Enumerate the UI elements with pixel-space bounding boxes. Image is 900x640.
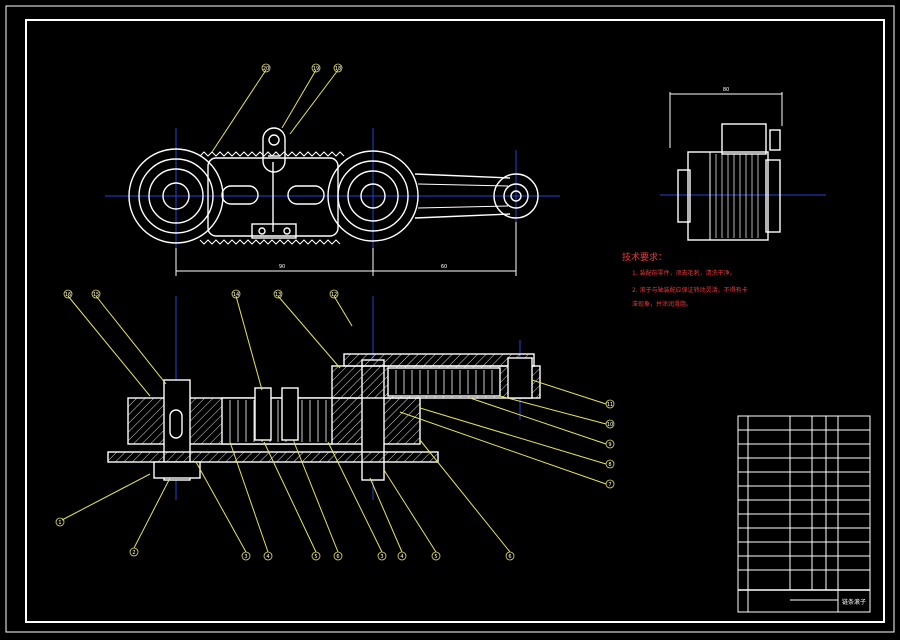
callout-label: 6: [336, 554, 339, 560]
balloon-callout-icon: [605, 399, 615, 409]
top-post: [262, 127, 286, 173]
slot-right: [287, 185, 325, 205]
balloon-callout-icon: [261, 63, 271, 73]
callout-label: 5: [314, 554, 317, 560]
outer-border: [5, 5, 895, 633]
section-left-callouts: 16 15 14 13 12: [63, 289, 339, 299]
section-leaders: [61, 295, 607, 553]
callout-label: 11: [607, 402, 613, 408]
tech-req-line-3: 滞现象，并涂润滑脂。: [632, 300, 692, 308]
balloon-callout-icon: [311, 63, 321, 73]
dim-span-right: 60: [441, 264, 447, 270]
balloon-callout-icon: [129, 547, 139, 557]
callout-label: 3: [244, 554, 247, 560]
left-sprocket-mid: [138, 158, 214, 234]
title-block-name: 链条滚子: [842, 598, 866, 606]
balloon-callout-icon: [431, 551, 441, 561]
right-sprocket-bore: [360, 183, 386, 209]
chain-body: [207, 157, 339, 237]
section-right-callouts: 11 10 9 8 7: [605, 399, 615, 489]
balloon-callout-icon: [91, 289, 101, 299]
parts-list: [737, 415, 871, 613]
left-sprocket-bore: [162, 182, 190, 210]
callout-label: 7: [608, 482, 611, 488]
callout-label: 4: [266, 554, 269, 560]
callout-label: 19: [313, 66, 319, 72]
callout-label: 15: [93, 292, 99, 298]
dim-side-width: 80: [723, 87, 729, 93]
balloon-callout-icon: [241, 551, 251, 561]
balloon-callout-icon: [63, 289, 73, 299]
drawing-frame: [5, 5, 895, 633]
top-callouts: 20 19 18: [261, 63, 343, 73]
callout-label: 12: [331, 292, 337, 298]
top-view-leaders: [211, 69, 339, 153]
callout-label: 4: [400, 554, 403, 560]
balloon-callout-icon: [311, 551, 321, 561]
balloon-callout-icon: [397, 551, 407, 561]
left-sprocket-outer: [128, 148, 224, 244]
inner-border: [25, 19, 885, 623]
balloon-callout-icon: [333, 63, 343, 73]
slot-left: [221, 185, 259, 205]
callout-label: 9: [608, 442, 611, 448]
section-bottom-callouts: 1 2 3 4 5 6 3 4 5 6: [55, 517, 515, 561]
balloon-callout-icon: [605, 479, 615, 489]
tech-req-line-2: 2. 滚子与轴装配应保证转动灵活，不得有卡: [632, 286, 748, 294]
arm-end-bore: [510, 190, 522, 202]
arm-end-outer: [493, 173, 539, 219]
callout-label: 1: [58, 520, 61, 526]
callout-label: 14: [233, 292, 239, 298]
balloon-callout-icon: [605, 419, 615, 429]
tech-req-line-1: 1. 装配前零件，须去毛刺，清洗干净。: [632, 269, 736, 277]
top-view: [105, 127, 560, 276]
balloon-callout-icon: [231, 289, 241, 299]
arm-outline: [414, 173, 511, 219]
section-view: [107, 296, 541, 500]
balloon-callout-icon: [333, 551, 343, 561]
balloon-callout-icon: [505, 551, 515, 561]
right-sprocket-outer: [327, 150, 419, 242]
balloon-callout-icon: [263, 551, 273, 561]
right-sprocket-inner: [347, 170, 399, 222]
callout-label: 6: [508, 554, 511, 560]
callout-label: 8: [608, 462, 611, 468]
callout-label: 20: [263, 66, 269, 72]
balloon-callout-icon: [605, 439, 615, 449]
tech-req-title: 技术要求：: [622, 251, 667, 263]
span-dimension: [175, 222, 517, 276]
arm-end-inner: [503, 183, 529, 209]
balloon-callout-icon: [329, 289, 339, 299]
chain-teeth-bottom: [199, 239, 341, 245]
callout-label: 16: [65, 292, 71, 298]
callout-label: 18: [335, 66, 341, 72]
technical-requirements: 技术要求： 1. 装配前零件，须去毛刺，清洗干净。 2. 滚子与轴装配应保证转动…: [622, 251, 748, 308]
callout-label: 2: [132, 550, 135, 556]
bottom-bracket: [251, 223, 297, 239]
left-sprocket-inner: [148, 168, 204, 224]
balloon-callout-icon: [273, 289, 283, 299]
callout-label: 13: [275, 292, 281, 298]
callout-label: 3: [380, 554, 383, 560]
balloon-callout-icon: [605, 459, 615, 469]
dim-span-left: 90: [279, 264, 285, 270]
balloon-callout-icon: [377, 551, 387, 561]
callout-label: 5: [434, 554, 437, 560]
side-hub: [721, 123, 767, 155]
callout-label: 10: [607, 422, 613, 428]
side-view: [660, 92, 826, 241]
balloon-callout-icon: [55, 517, 65, 527]
